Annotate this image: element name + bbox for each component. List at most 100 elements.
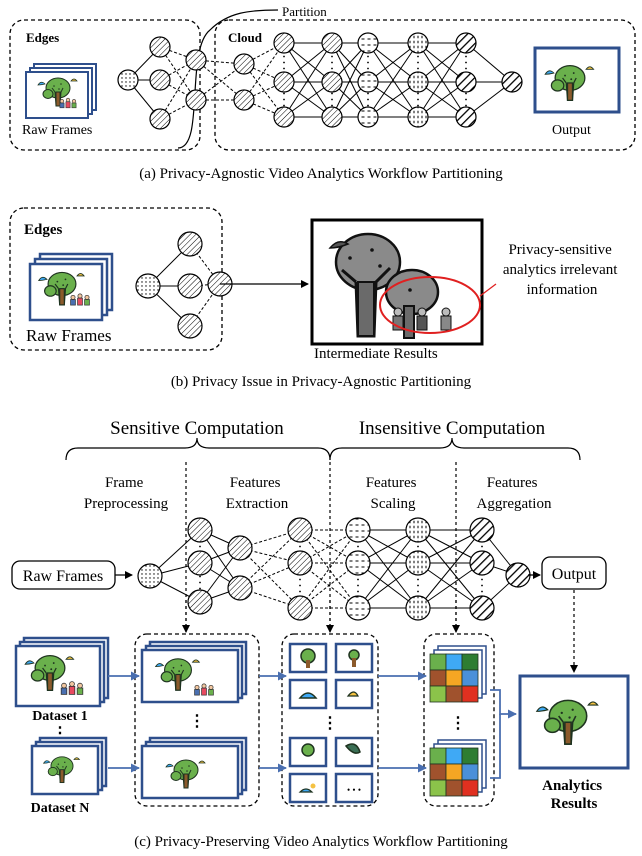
grid-cell — [429, 779, 447, 797]
net-b-connection — [189, 283, 221, 327]
net-a-connection — [367, 42, 419, 118]
partition-line — [177, 9, 279, 149]
caption-c: (c) Privacy-Preserving Video Analytics W… — [134, 834, 508, 850]
net-c-ellipsis-dot — [299, 584, 301, 587]
grid-cell — [429, 669, 447, 687]
net-a-neuron — [455, 106, 477, 128]
net-a-ellipsis-dot — [465, 67, 467, 70]
net-c-neuron — [405, 550, 431, 576]
privacy-highlight-circle — [379, 276, 481, 334]
net-c-neuron — [187, 517, 213, 543]
net-c-ellipsis-dot — [199, 587, 201, 590]
net-a-ellipsis-dot — [283, 92, 285, 95]
net-c-ellipsis-dot — [199, 581, 201, 584]
net-a-ellipsis-dot — [283, 98, 285, 101]
annotation-line-3: information — [527, 282, 598, 298]
net-c-ellipsis-dot — [481, 590, 483, 593]
net-a-connection — [159, 46, 197, 101]
net-a-neuron — [357, 32, 379, 54]
net-a-neuron — [149, 69, 171, 91]
net-c-ellipsis-dot — [357, 578, 359, 581]
net-a-neuron — [455, 32, 477, 54]
net-c-ellipsis-dot — [481, 584, 483, 587]
net-a-neuron — [407, 106, 429, 128]
grid-cell — [445, 685, 463, 703]
net-a-ellipsis-dot — [331, 98, 333, 101]
privacy-annotation: Privacy-sensitive analytics irrelevant i… — [503, 242, 621, 298]
net-a-connection — [243, 42, 285, 101]
net-a-ellipsis-dot — [331, 67, 333, 70]
net-c-neuron — [469, 550, 495, 576]
net-a-neuron — [117, 69, 139, 91]
net-a-ellipsis-dot — [465, 104, 467, 107]
stage-1-line-2: Preprocessing — [84, 496, 169, 512]
dataset-1-label: Dataset 1 — [32, 709, 88, 724]
preprocessed-stack-n — [140, 736, 248, 800]
net-a-ellipsis-dot — [417, 61, 419, 64]
net-c-ellipsis-dot — [357, 584, 359, 587]
net-c-neuron — [137, 563, 163, 589]
net-a-ellipsis-dot — [417, 92, 419, 95]
stage-aggregation: Features Aggregation — [477, 475, 552, 512]
intermediate-results-frame — [310, 218, 484, 346]
analytics-results-line-2: Results — [551, 796, 598, 812]
net-c-neuron — [287, 550, 313, 576]
net-c-connection — [417, 529, 483, 609]
annotation-line-1: Privacy-sensitive — [508, 242, 612, 258]
net-a-ellipsis-dot — [331, 92, 333, 95]
net-c-ellipsis-dot — [199, 575, 201, 578]
insensitive-computation-label: Insensitive Computation — [359, 418, 546, 439]
feature-tiles — [288, 642, 374, 804]
arrow-agg-results-1 — [490, 689, 517, 719]
net-a-connection — [243, 63, 285, 118]
grid-cell — [445, 669, 463, 687]
feature-grid-1 — [429, 645, 487, 703]
network-b — [135, 231, 233, 339]
arrow-agg-results-n — [490, 714, 501, 779]
net-a-ellipsis-dot — [283, 55, 285, 58]
net-a-neuron — [233, 53, 255, 75]
raw-frames-stack-b — [28, 252, 114, 322]
net-c-neuron — [469, 595, 495, 621]
net-c-neuron — [345, 517, 371, 543]
net-a-ellipsis-dot — [367, 55, 369, 58]
net-a-neuron — [233, 89, 255, 111]
net-c-neuron — [345, 550, 371, 576]
cloud-box — [214, 19, 636, 151]
net-a-ellipsis-dot — [331, 104, 333, 107]
sensitive-computation-label: Sensitive Computation — [110, 418, 284, 439]
net-c-neuron — [469, 517, 495, 543]
grid-cell — [461, 653, 479, 671]
output-label-a: Output — [552, 123, 591, 138]
net-c-neuron — [345, 595, 371, 621]
network-c — [137, 517, 531, 621]
stage-preprocessing: Frame Preprocessing — [84, 475, 169, 512]
net-b-neuron — [177, 231, 203, 257]
net-c-ellipsis-dot — [481, 545, 483, 548]
net-a-neuron — [321, 71, 343, 93]
grid-cell — [445, 763, 463, 781]
net-a-neuron — [321, 32, 343, 54]
net-a-ellipsis-dot — [367, 67, 369, 70]
net-a-neuron — [185, 49, 207, 71]
dataset-1-stack — [14, 636, 110, 708]
net-a-neuron — [321, 106, 343, 128]
grid-cell — [429, 763, 447, 781]
net-a-ellipsis-dot — [417, 104, 419, 107]
net-a-ellipsis-dot — [465, 61, 467, 64]
intermediate-results-label: Intermediate Results — [314, 346, 438, 362]
edges-label: Edges — [26, 30, 59, 45]
grid-cell — [445, 653, 463, 671]
net-c-neuron — [187, 589, 213, 615]
net-a-ellipsis-dot — [331, 55, 333, 58]
stage-2-line-1: Features — [230, 475, 281, 491]
aggregation-box — [423, 633, 495, 807]
net-c-ellipsis-dot — [417, 545, 419, 548]
grid-cell — [429, 685, 447, 703]
output-box-c — [541, 556, 607, 590]
insensitive-brace — [329, 437, 581, 461]
stage-3-line-2: Scaling — [371, 496, 416, 512]
net-a-ellipsis-dot — [417, 98, 419, 101]
stage-2-line-2: Extraction — [226, 496, 289, 512]
